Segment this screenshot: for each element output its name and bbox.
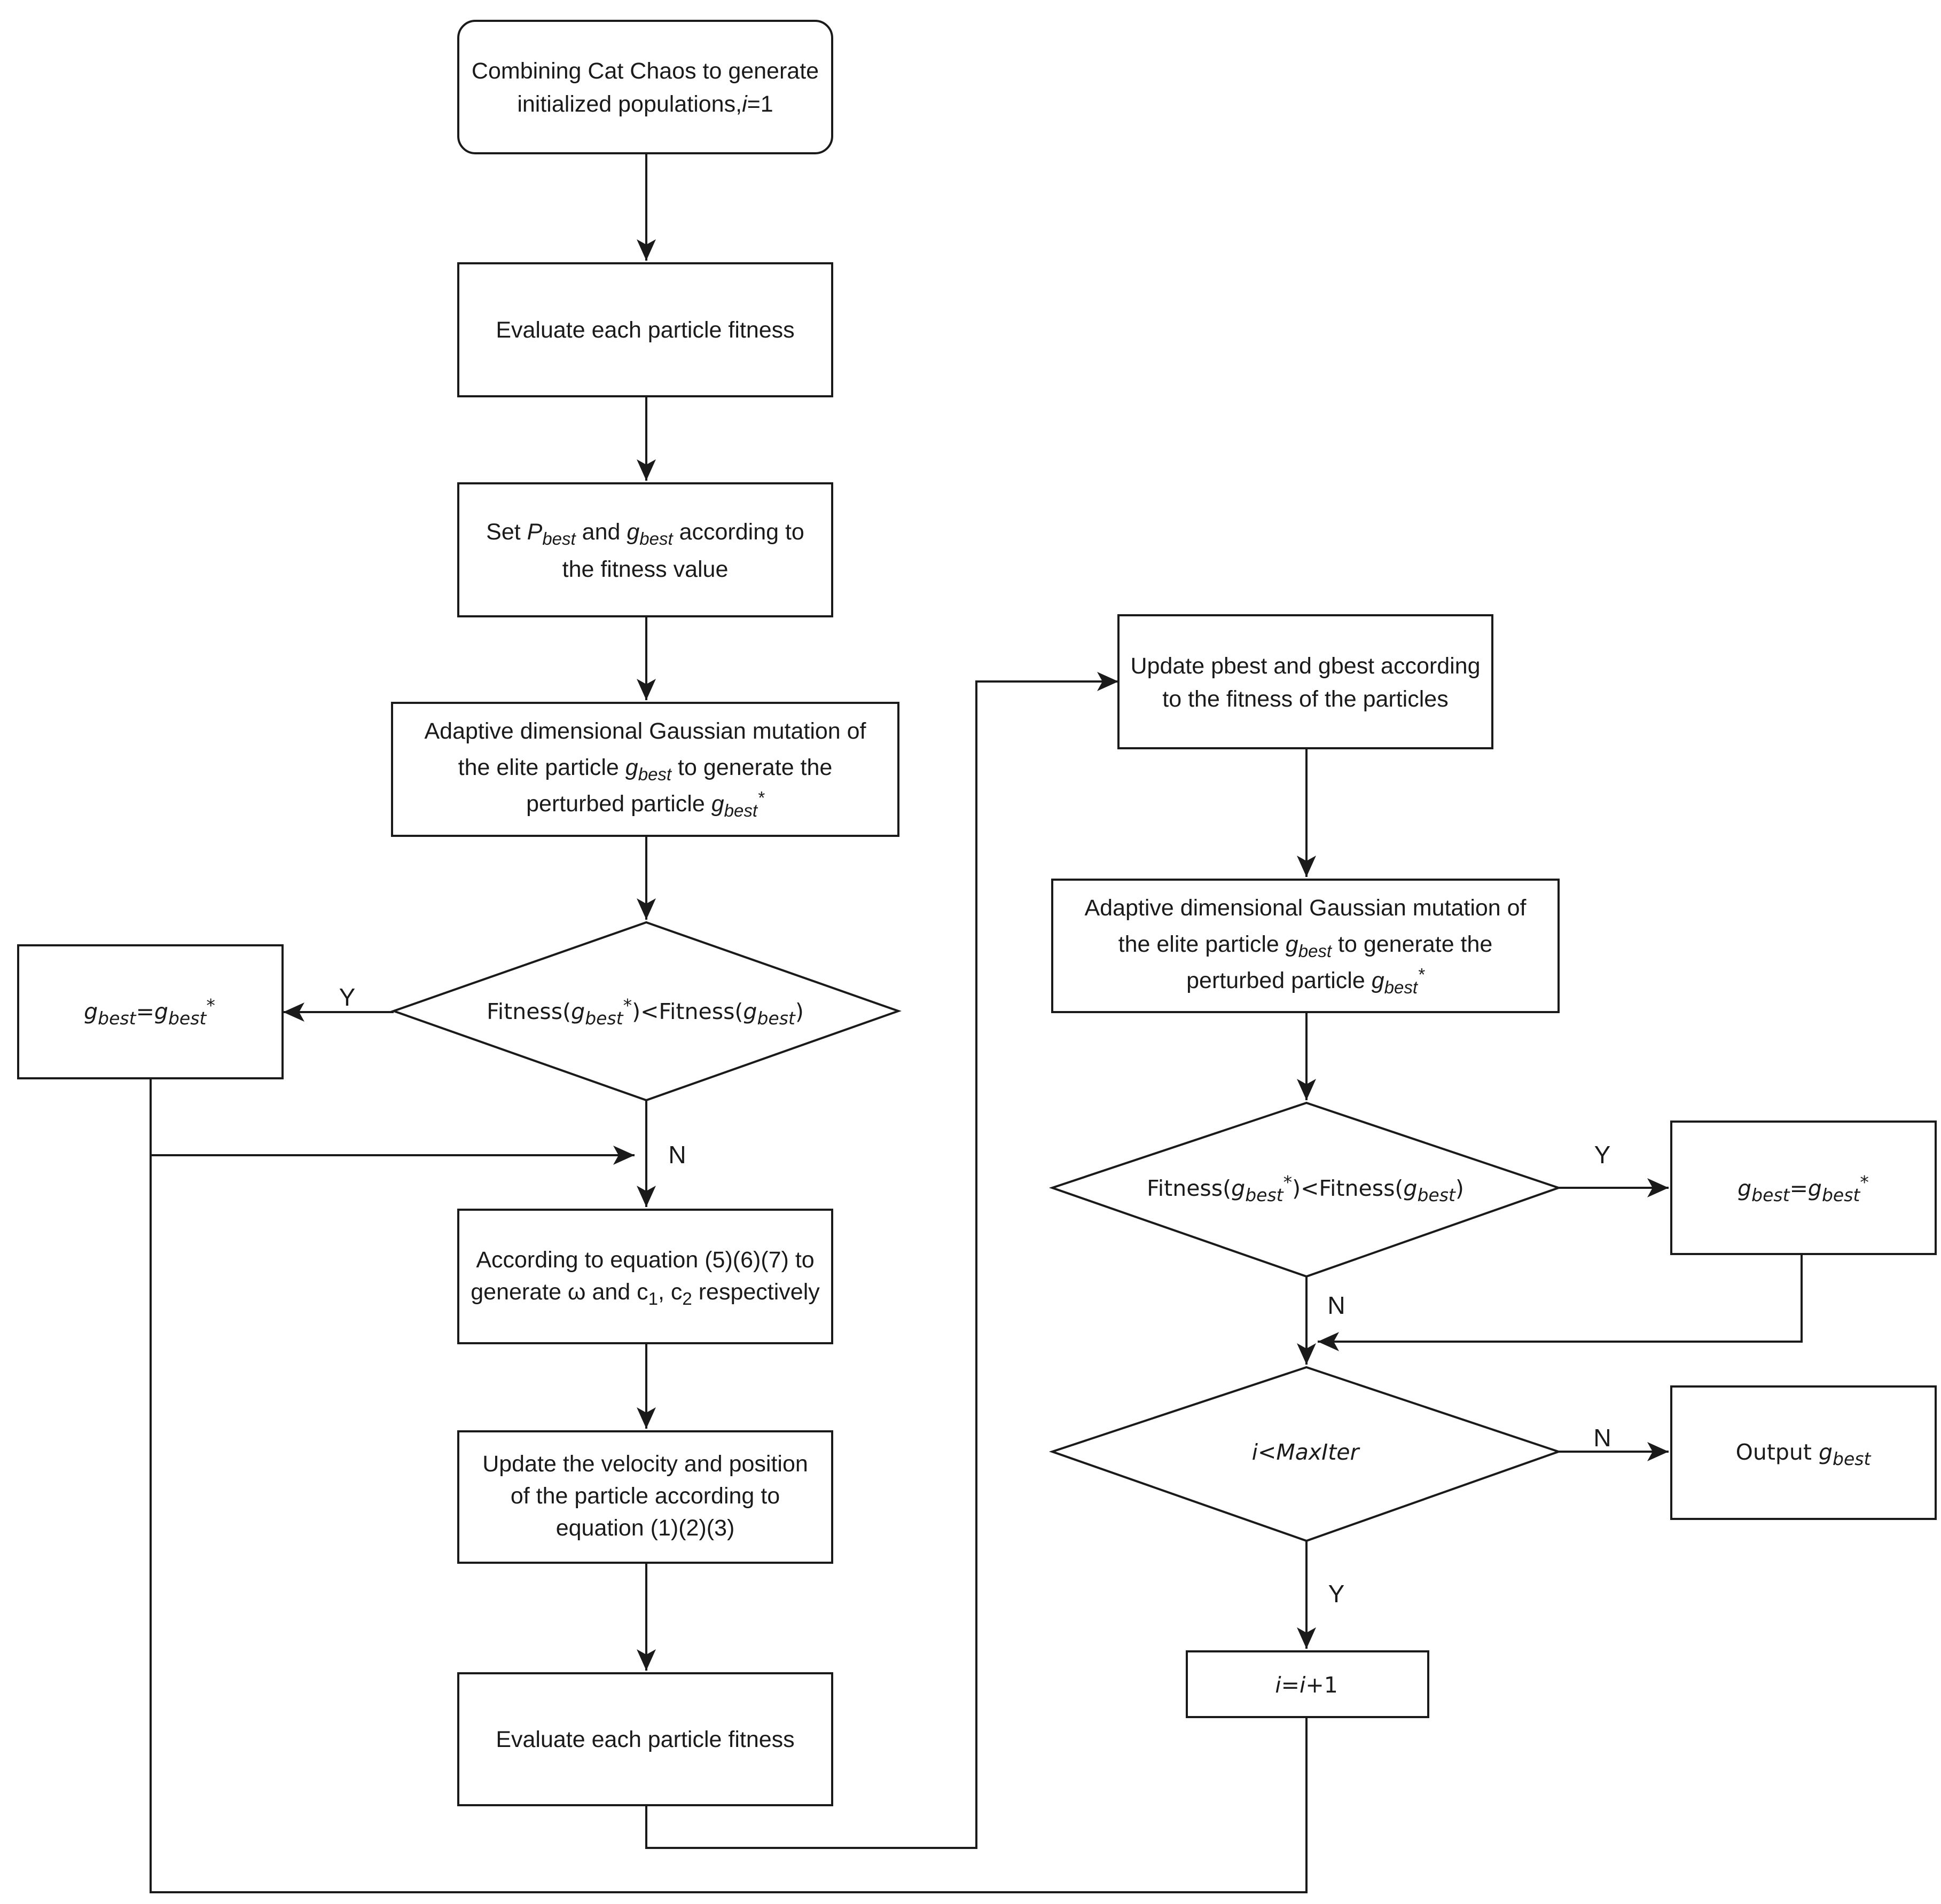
- edge-labels: Y N Y N N Y: [339, 983, 1611, 1608]
- evaluate-fitness-text-1: Evaluate each particle fitness: [496, 317, 794, 343]
- label-line: Adaptive dimensional Gaussian mutation o…: [424, 718, 866, 744]
- label-line: the elite particle gbest to generate the: [458, 755, 833, 784]
- edge-increment-loop-back: [150, 1155, 1308, 1893]
- coefficients-text: According to equation (5)(6)(7) to genera…: [471, 1247, 820, 1308]
- edge-assign1-merge: [150, 1079, 635, 1165]
- label-line: generate ω and c1, c2 respectively: [471, 1279, 820, 1308]
- label-line: Combining Cat Chaos to generate: [472, 58, 819, 84]
- assign-gbest-text-2: gbest=gbest*​: [1737, 1172, 1869, 1205]
- assign-gbest-box-2: [1670, 1121, 1937, 1255]
- condition-text-1: Fitness(gbest*)<Fitness(gbest): [487, 995, 804, 1029]
- edge-label-cond3-no: N: [1593, 1424, 1611, 1452]
- label-line: perturbed particle gbest*​: [526, 788, 765, 820]
- label-line: i<MaxIter: [1252, 1439, 1360, 1465]
- condition-diamond-2: [1048, 1101, 1562, 1278]
- label-line: the fitness value: [562, 557, 729, 582]
- set-best-box: [457, 482, 833, 617]
- label-line: Output gbest​: [1736, 1439, 1872, 1469]
- label-line: perturbed particle gbest*​: [1186, 965, 1425, 997]
- label-line: equation (1)(2)(3): [556, 1515, 735, 1541]
- edge-label-cond1-yes: Y: [339, 983, 356, 1011]
- label-line: Evaluate each particle fitness: [496, 1727, 794, 1752]
- shapes: [17, 20, 1937, 1806]
- label-line: Adaptive dimensional Gaussian mutation o…: [1084, 895, 1527, 921]
- edge-label-cond1-no: N: [668, 1141, 686, 1169]
- label-line: to the fitness of the particles: [1162, 686, 1448, 712]
- edge-label-cond2-no: N: [1327, 1291, 1345, 1319]
- mutation-text-1: Adaptive dimensional Gaussian mutation o…: [424, 718, 866, 820]
- label-line: Evaluate each particle fitness: [496, 317, 794, 343]
- increment-box: [1186, 1650, 1429, 1718]
- label-line: initialized populations,i=1: [517, 91, 773, 117]
- update-velocity-box: [457, 1430, 833, 1564]
- output-box: [1670, 1385, 1937, 1520]
- start-node-text: Combining Cat Chaos to generate initializ…: [472, 58, 819, 117]
- label-line: of the particle according to: [511, 1483, 780, 1509]
- edge-label-cond2-yes: Y: [1594, 1141, 1611, 1169]
- evaluate-fitness-text-2: Evaluate each particle fitness: [496, 1727, 794, 1752]
- iteration-diamond: [1048, 1366, 1562, 1542]
- label-line: Fitness(gbest*)<Fitness(gbest): [1147, 1172, 1464, 1205]
- label-line: gbest=gbest*​: [1737, 1172, 1869, 1205]
- edges: [150, 153, 1803, 1893]
- update-velocity-text: Update the velocity and position of the p…: [482, 1451, 808, 1541]
- iteration-condition-text: i<MaxIter: [1252, 1439, 1360, 1465]
- mutation-text-2: Adaptive dimensional Gaussian mutation o…: [1084, 895, 1527, 997]
- evaluate-fitness-box-1: [457, 262, 833, 397]
- edge-label-cond3-yes: Y: [1328, 1580, 1345, 1608]
- label-line: Update the velocity and position: [482, 1451, 808, 1477]
- label-line: Set Pbest and gbest according to: [486, 519, 804, 549]
- evaluate-fitness-box-2: [457, 1672, 833, 1806]
- condition-diamond-1: [390, 921, 902, 1102]
- mutation-box-2: [1051, 879, 1560, 1013]
- edge-assign2-merge: [1318, 1254, 1803, 1351]
- label-line: According to equation (5)(6)(7) to: [476, 1247, 814, 1273]
- label-line: gbest=gbest*​: [84, 995, 215, 1029]
- label-line: Fitness(gbest*)<Fitness(gbest): [487, 995, 804, 1029]
- label-line: Update pbest and gbest according: [1130, 653, 1480, 679]
- node-texts: Combining Cat Chaos to generate initializ…: [84, 58, 1871, 1752]
- update-best-box: [1117, 614, 1493, 749]
- mutation-box-1: [391, 702, 899, 837]
- increment-text: i=i+1: [1275, 1672, 1338, 1698]
- output-text: Output gbest​: [1736, 1439, 1872, 1469]
- start-node: [457, 20, 833, 154]
- label-line: i=i+1: [1275, 1672, 1338, 1698]
- coefficients-box: [457, 1209, 833, 1344]
- set-best-text: Set Pbest and gbest according to the fitn…: [486, 519, 804, 582]
- label-line: the elite particle gbest to generate the: [1118, 931, 1493, 961]
- update-best-text: Update pbest and gbest according to the f…: [1130, 653, 1480, 712]
- edge-eval2-to-update-best: [645, 672, 1118, 1849]
- condition-text-2: Fitness(gbest*)<Fitness(gbest): [1147, 1172, 1464, 1205]
- assign-gbest-text-1: gbest=gbest*​: [84, 995, 215, 1029]
- assign-gbest-box-1: [17, 944, 284, 1079]
